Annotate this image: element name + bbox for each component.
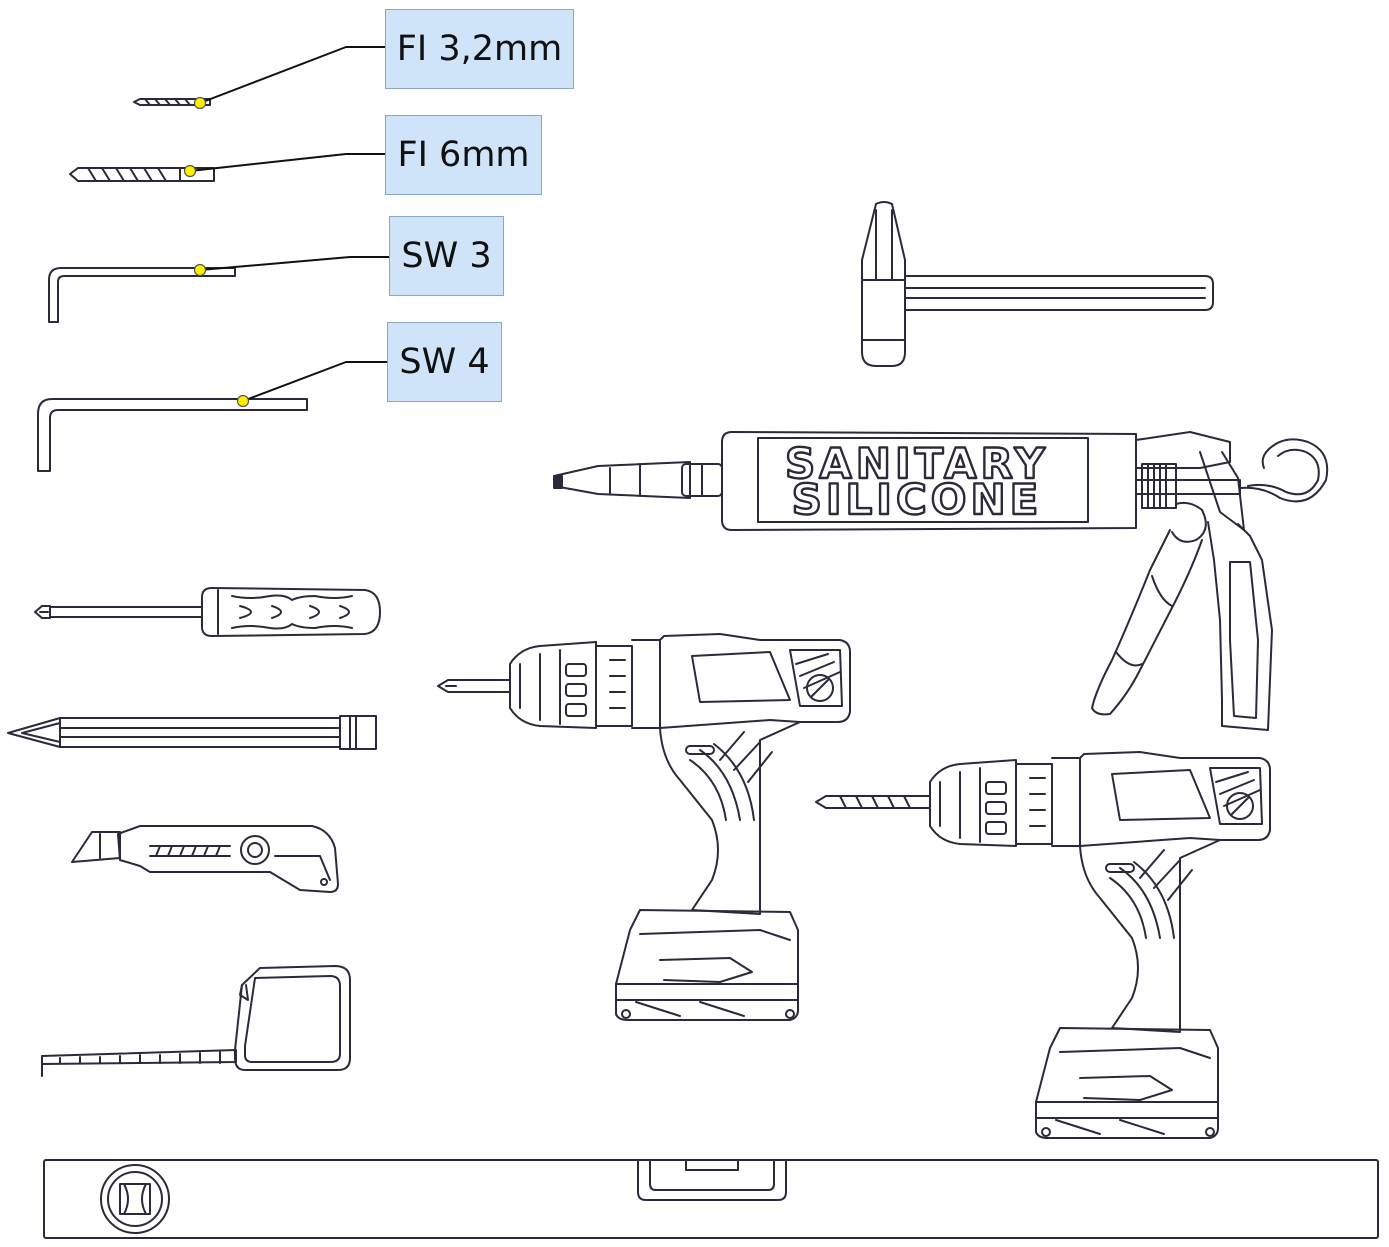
drill-bit-3-2mm	[133, 98, 211, 106]
spirit-level	[43, 1159, 1379, 1239]
hex-key-3	[48, 267, 236, 323]
hex-key-4	[37, 398, 308, 472]
leader-lines	[189, 46, 391, 402]
marker-dot	[183, 164, 197, 178]
label-sw-4: SW 4	[387, 322, 502, 402]
tape-measure	[41, 965, 351, 1077]
drill-bit-6mm	[69, 167, 215, 182]
caulking-gun	[553, 431, 1329, 731]
cartridge-label-line1: SANITARY	[785, 439, 1049, 488]
cordless-drill-with-bit	[815, 751, 1271, 1139]
cordless-drill-screwdriver	[437, 633, 851, 1021]
label-fi-3-2mm: FI 3,2mm	[385, 9, 574, 89]
cartridge-label-line2: SILICONE	[792, 475, 1043, 524]
marker-dot	[193, 263, 207, 277]
marker-dots	[183, 96, 250, 408]
screwdriver	[34, 587, 381, 637]
utility-knife	[71, 825, 339, 893]
label-sw-3: SW 3	[389, 216, 504, 296]
hammer	[861, 201, 1214, 367]
label-fi-6mm: FI 6mm	[385, 115, 542, 195]
marker-dot	[236, 394, 250, 408]
marker-dot	[193, 96, 207, 110]
pencil	[7, 715, 377, 750]
